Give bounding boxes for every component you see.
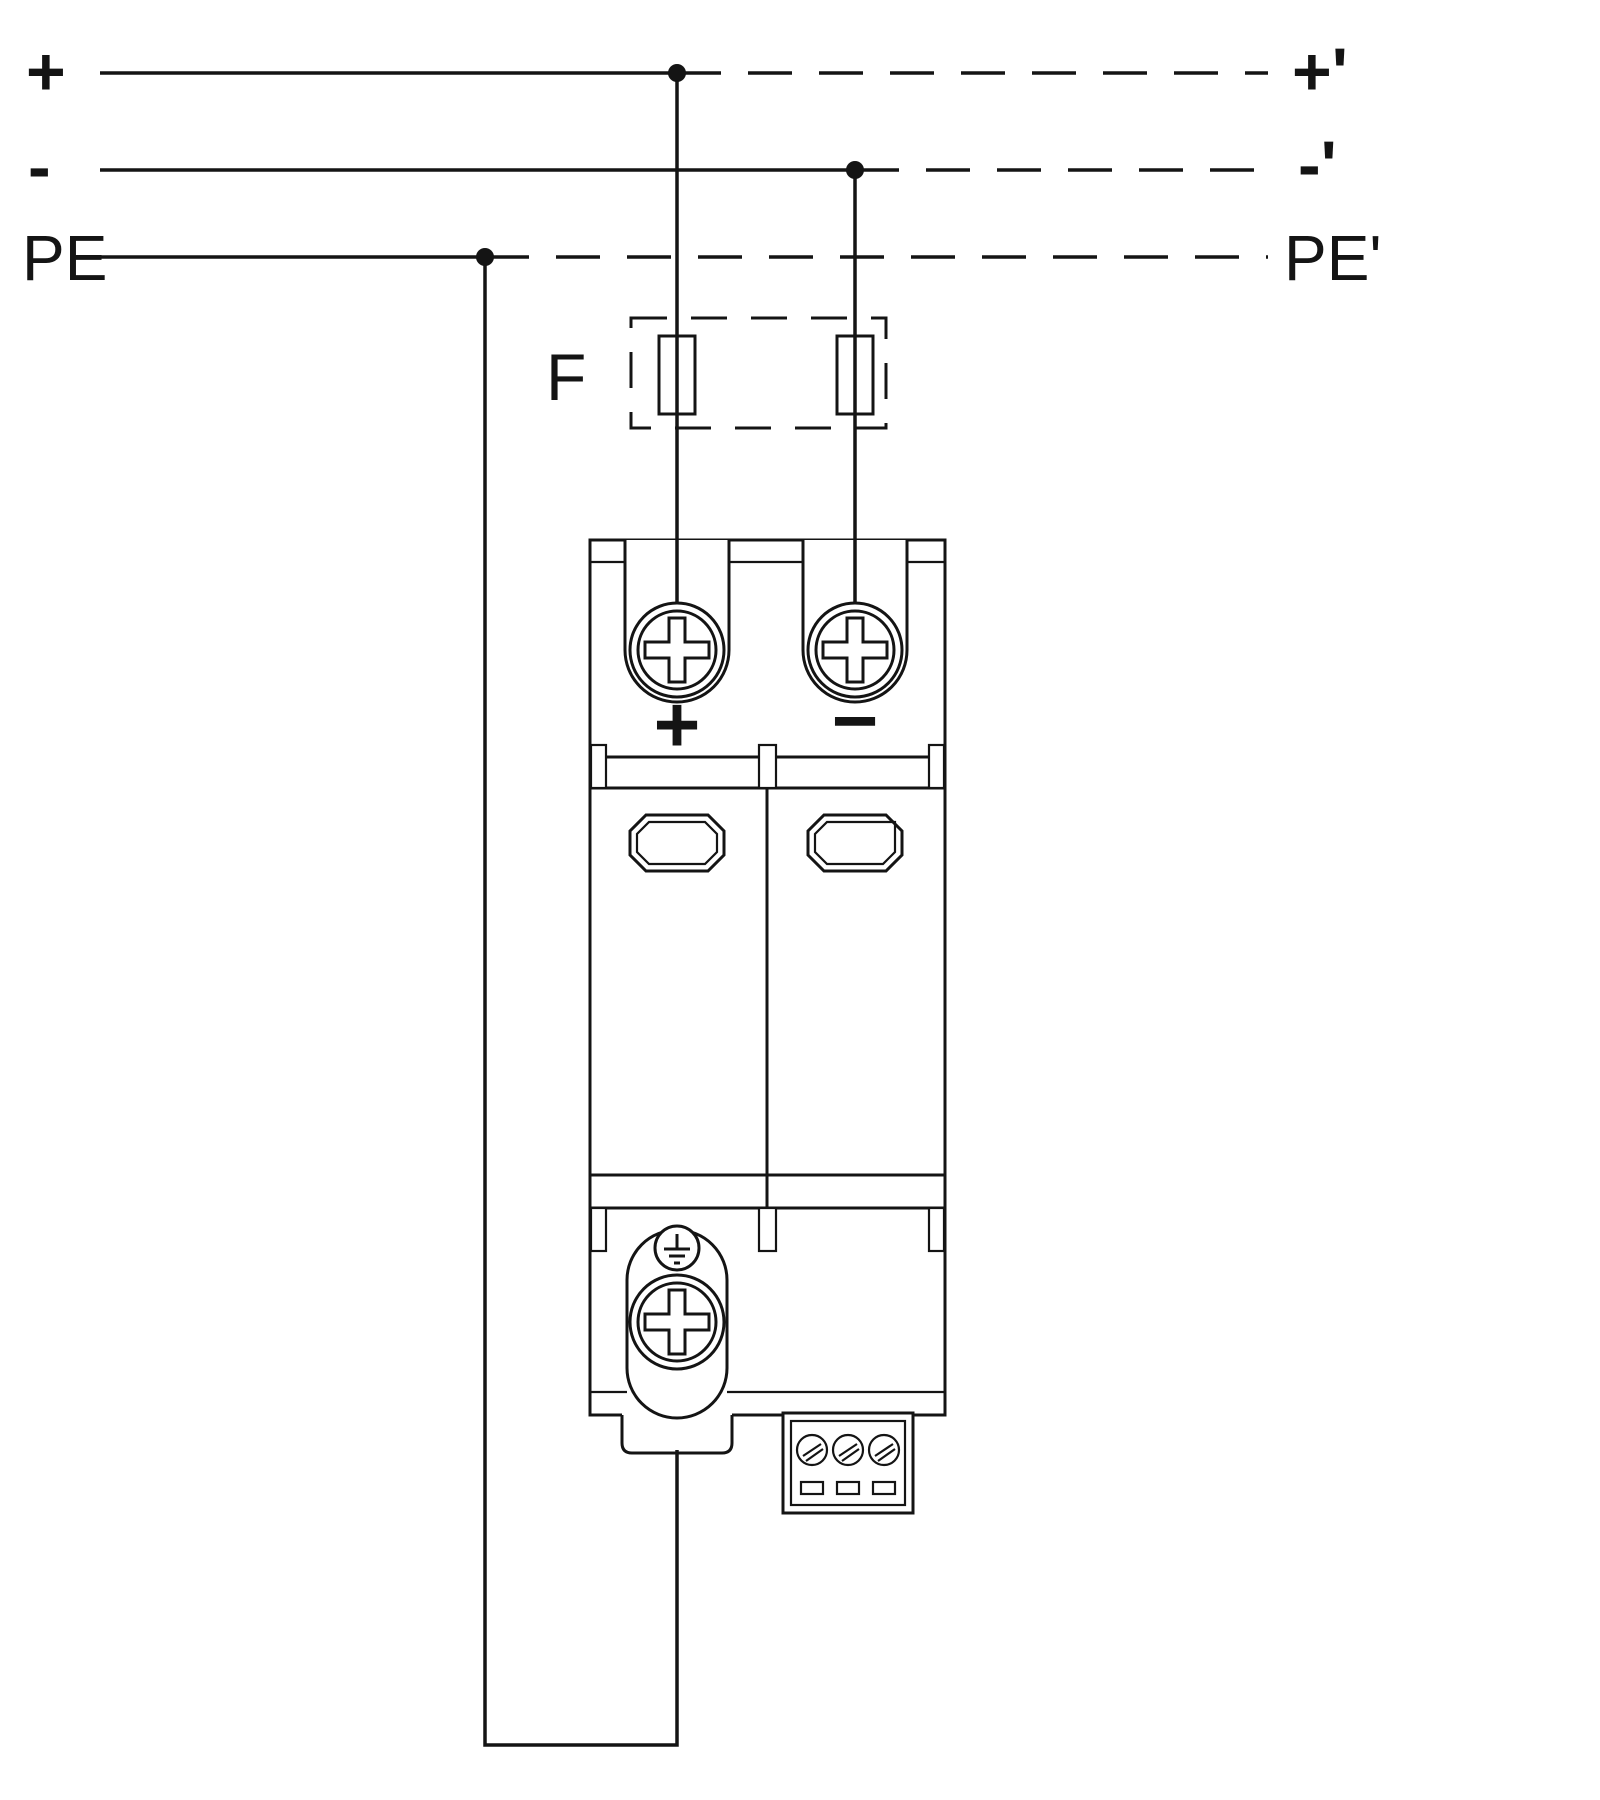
minus-output-label: -'	[1298, 127, 1337, 203]
pe-output-label: PE'	[1284, 222, 1382, 294]
fuse-element-minus	[835, 334, 875, 416]
housing-notch	[757, 1206, 778, 1253]
housing-notch	[589, 743, 608, 790]
screw-inner-ring	[814, 609, 896, 691]
fuse-element-plus	[657, 334, 697, 416]
fuse-group	[629, 316, 888, 430]
earth-symbol-icon	[653, 1224, 701, 1272]
device-minus-terminal-label: −	[832, 676, 879, 765]
screw-inner-ring	[636, 1281, 718, 1363]
spd-device	[588, 538, 947, 1515]
housing-notch	[927, 743, 946, 790]
screw-phillips-cross	[643, 616, 711, 684]
aux-wire-slot	[799, 1480, 825, 1496]
screw-inner-ring	[636, 609, 718, 691]
device-plus-terminal-label: +	[654, 680, 701, 769]
fuse-enclosure-dashed	[629, 316, 888, 430]
plus-output-label: +'	[1292, 34, 1348, 110]
terminal-screws	[628, 601, 904, 1371]
aux-screw-slots	[802, 1443, 896, 1462]
housing-notch	[589, 1206, 608, 1253]
aux-wire-slot	[871, 1480, 897, 1496]
plus-input-label: +	[26, 34, 66, 110]
ground-terminal-screw-icon	[628, 1273, 726, 1371]
earth-symbol-glyph	[664, 1234, 690, 1265]
housing-notch	[927, 1206, 946, 1253]
junction-dot-minus	[846, 161, 864, 179]
aux-wire-slot	[835, 1480, 861, 1496]
screw-phillips-cross	[821, 616, 889, 684]
indicator-window-outer	[806, 813, 904, 873]
indicator-window-inner	[813, 820, 897, 866]
screw-phillips-cross	[643, 1288, 711, 1356]
aux-terminal-block	[781, 1411, 915, 1515]
housing-notch	[757, 743, 778, 790]
junction-dot-plus	[668, 64, 686, 82]
minus-pole-indicator-window	[806, 813, 904, 873]
indicator-window-outer	[628, 813, 726, 873]
aux-block-inner	[789, 1419, 907, 1507]
indicator-window-inner	[635, 820, 719, 866]
junction-dot-pe	[476, 248, 494, 266]
wire-pe-run	[483, 257, 679, 1747]
labels: + - PE +' -' PE' F + −	[22, 34, 1382, 769]
wires	[100, 64, 1268, 1747]
fuse-label: F	[546, 340, 586, 414]
minus-input-label: -	[28, 129, 51, 205]
pe-input-label: PE	[22, 222, 107, 294]
minus-terminal-screw-icon	[806, 601, 904, 699]
earth-tab	[620, 1415, 734, 1455]
plus-pole-indicator-window	[628, 813, 726, 873]
plus-terminal-screw-icon	[628, 601, 726, 699]
